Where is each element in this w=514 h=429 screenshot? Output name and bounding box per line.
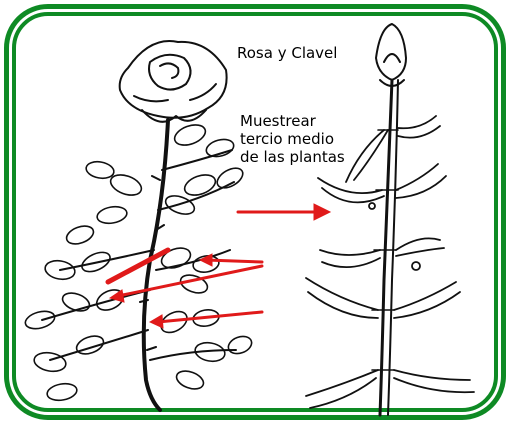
arrow-rose-upper — [206, 260, 262, 262]
rose-plant-illustration — [23, 41, 254, 410]
arrow-to-carnation-head — [314, 204, 330, 220]
carnation-plant-illustration — [306, 24, 474, 415]
arrow-rose-diagonal — [108, 250, 168, 282]
title-label: Rosa y Clavel — [237, 44, 337, 62]
arrow-rose-lower — [158, 312, 262, 322]
instruction-line-2: tercio medio — [240, 130, 334, 148]
red-sampling-arrows — [108, 204, 330, 328]
instruction-line-3: de las plantas — [240, 148, 345, 166]
instruction-line-1: Muestrear — [240, 112, 316, 130]
rose-flower — [120, 41, 227, 122]
carnation-bud — [376, 24, 406, 80]
